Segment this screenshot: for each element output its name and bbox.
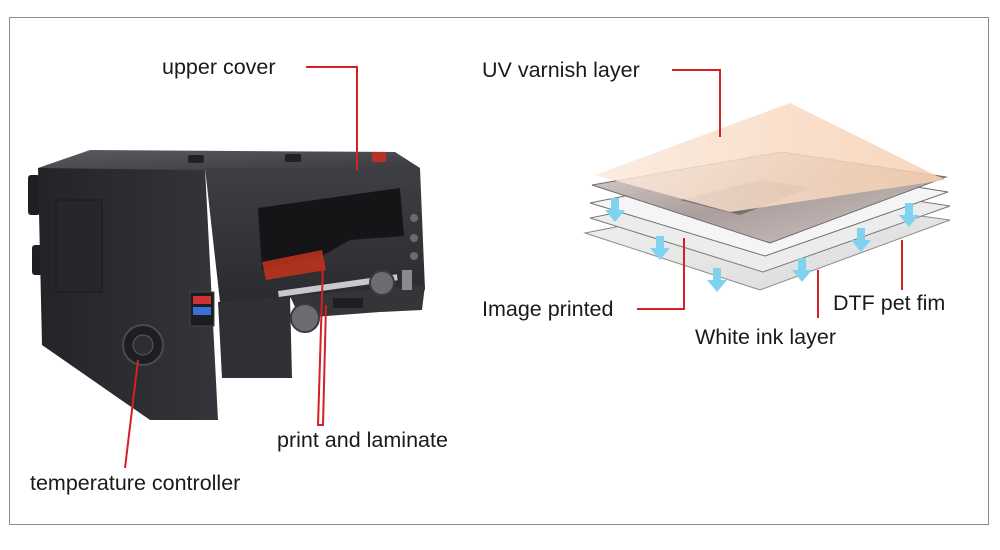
laminate-roller-bar <box>278 274 398 297</box>
roller-wheel-left <box>290 303 320 333</box>
label-upper-cover: upper cover <box>162 55 276 79</box>
layer-stack <box>583 103 951 292</box>
print-head-glow <box>262 250 326 280</box>
dial-center <box>132 334 154 356</box>
label-print-and-laminate: print and laminate <box>277 428 448 452</box>
label-temperature-controller: temperature controller <box>30 471 241 495</box>
leader-lines <box>124 66 903 469</box>
latch-2 <box>285 154 301 162</box>
control-button-icon-2 <box>410 252 418 260</box>
leader-print-laminate <box>316 262 327 426</box>
roller-bracket <box>333 298 363 308</box>
control-button-icon <box>410 234 418 242</box>
down-arrow-icon <box>650 236 670 260</box>
figure-border <box>9 17 989 525</box>
leader-image-printed <box>637 238 685 310</box>
temperature-digits-2 <box>193 307 211 315</box>
printer <box>28 150 425 420</box>
power-button-icon <box>410 214 418 222</box>
latch <box>188 155 204 163</box>
emergency-stop-icon <box>372 152 386 162</box>
leader-uv-varnish <box>672 69 721 137</box>
down-arrow-icon <box>899 203 919 227</box>
down-arrow-icon <box>851 228 871 252</box>
leader-temperature-controller <box>124 359 139 469</box>
side-access-panel <box>55 199 103 293</box>
label-image-printed: Image printed <box>482 297 614 321</box>
cover-window <box>258 188 404 270</box>
down-arrow-icon <box>792 258 812 282</box>
leader-upper-cover <box>306 66 358 170</box>
printer-top <box>38 150 420 170</box>
roller-wheel-right <box>369 270 395 296</box>
side-knob <box>28 175 40 215</box>
label-uv-varnish-layer: UV varnish layer <box>482 58 640 82</box>
down-arrow-icon <box>605 198 625 222</box>
roller-end-cap <box>402 270 412 290</box>
label-dtf-pet-film: DTF pet fim <box>833 291 946 315</box>
temperature-digits <box>193 296 211 304</box>
down-arrow-icon <box>707 268 727 292</box>
downward-arrows <box>605 198 919 292</box>
label-white-ink-layer: White ink layer <box>695 325 836 349</box>
printer-lower-left-door <box>218 296 292 378</box>
uv-varnish-layer-sheet <box>595 103 945 212</box>
